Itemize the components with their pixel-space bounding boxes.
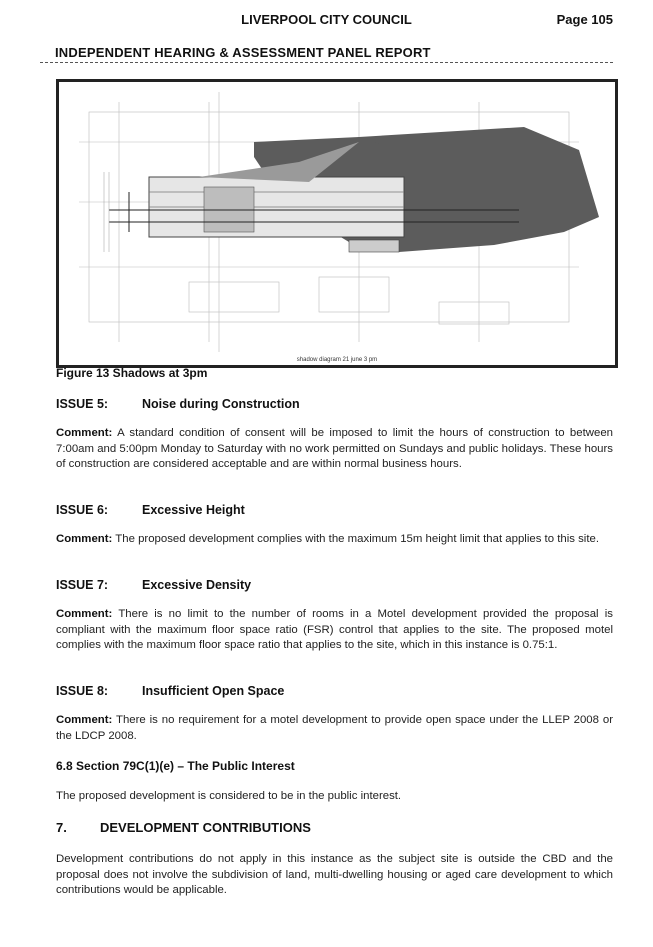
issue-title: Noise during Construction xyxy=(142,397,300,411)
council-name: LIVERPOOL CITY COUNCIL xyxy=(241,12,412,27)
issue-6-heading: ISSUE 6: Excessive Height xyxy=(56,503,245,517)
comment-label: Comment: xyxy=(56,714,113,726)
issue-title: Excessive Height xyxy=(142,503,245,517)
section-number: 7. xyxy=(56,820,67,835)
issue-7-heading: ISSUE 7: Excessive Density xyxy=(56,578,251,592)
comment-label: Comment: xyxy=(56,427,113,439)
contributions-text: Development contributions do not apply i… xyxy=(56,853,613,896)
comment-text: There is no requirement for a motel deve… xyxy=(56,714,613,742)
public-interest-text: The proposed development is considered t… xyxy=(56,790,402,802)
shadow-diagram-figure: shadow diagram 21 june 3 pm xyxy=(56,79,618,368)
figure-inner-caption: shadow diagram 21 june 3 pm xyxy=(296,357,378,363)
issue-title: Insufficient Open Space xyxy=(142,684,285,698)
issue-number: ISSUE 6: xyxy=(56,503,109,517)
page-number: Page 105 xyxy=(556,12,613,27)
issue-number: ISSUE 5: xyxy=(56,397,109,411)
header-divider xyxy=(40,62,613,63)
issue-5-heading: ISSUE 5: Noise during Construction xyxy=(56,397,300,411)
figure-caption: Figure 13 Shadows at 3pm xyxy=(56,366,208,380)
issue-7-comment: Comment: There is no limit to the number… xyxy=(56,607,613,654)
report-title: INDEPENDENT HEARING & ASSESSMENT PANEL R… xyxy=(55,45,431,60)
issue-8-comment: Comment: There is no requirement for a m… xyxy=(56,713,613,744)
issue-number: ISSUE 7: xyxy=(56,578,109,592)
public-interest-heading: 6.8 Section 79C(1)(e) – The Public Inter… xyxy=(56,759,295,773)
comment-text: There is no limit to the number of rooms… xyxy=(56,608,613,651)
section-title: DEVELOPMENT CONTRIBUTIONS xyxy=(100,820,311,835)
contributions-heading: 7. DEVELOPMENT CONTRIBUTIONS xyxy=(56,820,311,835)
comment-text: The proposed development complies with t… xyxy=(115,533,599,545)
issue-title: Excessive Density xyxy=(142,578,252,592)
issue-5-comment: Comment: A standard condition of consent… xyxy=(56,426,613,473)
comment-label: Comment: xyxy=(56,608,113,620)
comment-text: A standard condition of consent will be … xyxy=(56,427,613,470)
issue-8-heading: ISSUE 8: Insufficient Open Space xyxy=(56,684,284,698)
issue-number: ISSUE 8: xyxy=(56,684,109,698)
comment-label: Comment: xyxy=(56,533,113,545)
issue-6-comment: Comment: The proposed development compli… xyxy=(56,532,613,548)
building-outline xyxy=(148,142,405,253)
shadow-diagram-drawing xyxy=(79,92,599,352)
